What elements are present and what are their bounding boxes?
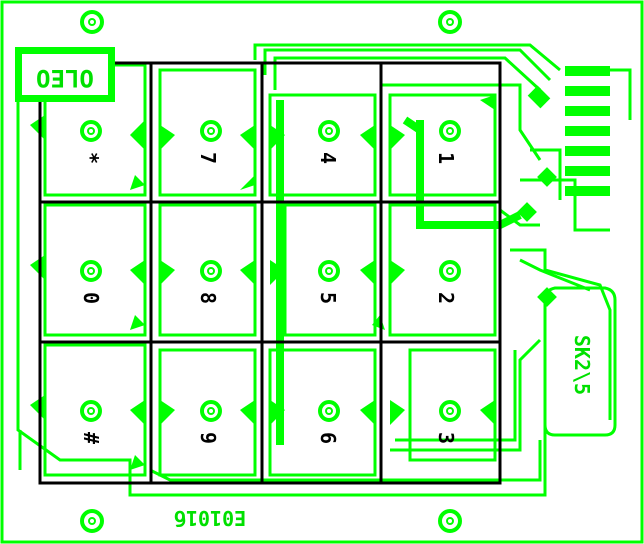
mount-holes: [80, 10, 462, 533]
key-label: 1: [434, 152, 458, 164]
part-code-outline: [543, 286, 617, 437]
key-pads: [43, 63, 497, 477]
key-label: 8: [196, 292, 220, 304]
copper-traces: [16, 43, 632, 497]
key-label: 3: [434, 432, 458, 444]
key-label: 6: [316, 432, 340, 444]
circle-ring-icon: [438, 10, 462, 34]
board-code-label: E0101б: [174, 506, 246, 530]
key-label: 5: [316, 292, 340, 304]
key-label: 0: [79, 292, 103, 304]
key-label: 4: [316, 152, 340, 164]
logo-text: OLEO: [36, 64, 94, 92]
key-grid: [38, 61, 502, 485]
circle-ring-icon: [80, 10, 104, 34]
key-label: 9: [196, 432, 220, 444]
key-center-pads: [80, 120, 461, 422]
circle-ring-icon: [80, 509, 104, 533]
key-label: 7: [196, 152, 220, 164]
part-code-label: SK2\5: [570, 335, 594, 395]
key-labels: * 7 4 1 0 8 5 2 # 9 6 3: [79, 152, 458, 444]
pad-tabs: [30, 95, 495, 470]
circle-ring-icon: [438, 509, 462, 533]
logo-block: OLEO: [15, 47, 115, 102]
key-label: 2: [434, 292, 458, 304]
key-label: *: [79, 152, 103, 164]
key-label: #: [79, 432, 103, 444]
